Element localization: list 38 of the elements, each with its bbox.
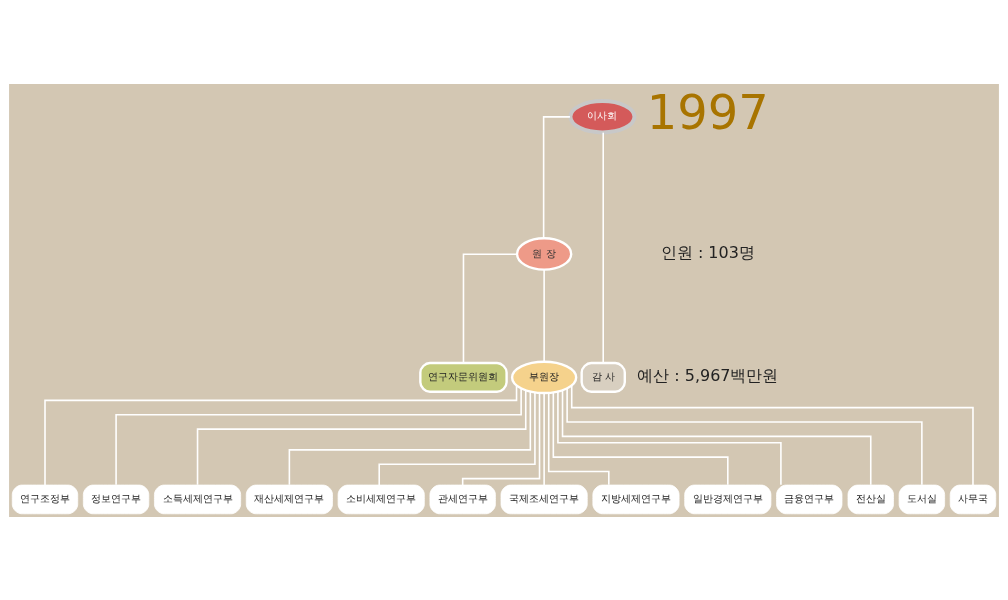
node-box: 전산실 <box>847 484 894 514</box>
node-box: 사무국 <box>949 484 997 514</box>
connector <box>566 387 923 486</box>
node-box: 재산세제연구부 <box>245 484 333 514</box>
connector <box>552 391 729 486</box>
node-ellipse: 원 장 <box>515 236 573 271</box>
connector <box>561 389 872 486</box>
node-box: 감 사 <box>580 361 626 393</box>
node-box: 국제조세연구부 <box>500 484 588 514</box>
node-box: 지방세제연구부 <box>592 484 680 514</box>
label: 인원 : 103명 <box>660 242 755 262</box>
node-box: 금융연구부 <box>776 484 843 514</box>
connector <box>115 387 522 485</box>
node-box: 소득세제연구부 <box>154 484 242 514</box>
connector <box>570 384 974 486</box>
connector <box>288 390 532 486</box>
connector <box>557 390 782 486</box>
connector <box>378 391 536 486</box>
connector <box>44 384 518 486</box>
connector <box>547 391 610 486</box>
connector <box>462 252 518 364</box>
label: 1997 <box>646 84 769 140</box>
node-box: 도서실 <box>898 484 946 514</box>
node-box: 관세연구부 <box>429 484 496 514</box>
connector <box>542 115 571 239</box>
label: 예산 : 5,967백만원 <box>637 365 779 385</box>
node-box: 정보연구부 <box>82 484 150 514</box>
node-box: 연구조정부 <box>11 484 79 514</box>
node-box: 일반경제연구부 <box>684 484 772 514</box>
connector <box>461 391 541 486</box>
connector <box>543 392 545 486</box>
node-ellipse: 부원장 <box>510 360 578 394</box>
connector <box>543 268 545 362</box>
node-box: 연구자문위원회 <box>419 361 508 393</box>
node-ellipse: 이사회 <box>568 98 637 134</box>
connector <box>602 131 605 364</box>
node-box: 소비세제연구부 <box>337 484 425 514</box>
connector <box>196 389 527 486</box>
